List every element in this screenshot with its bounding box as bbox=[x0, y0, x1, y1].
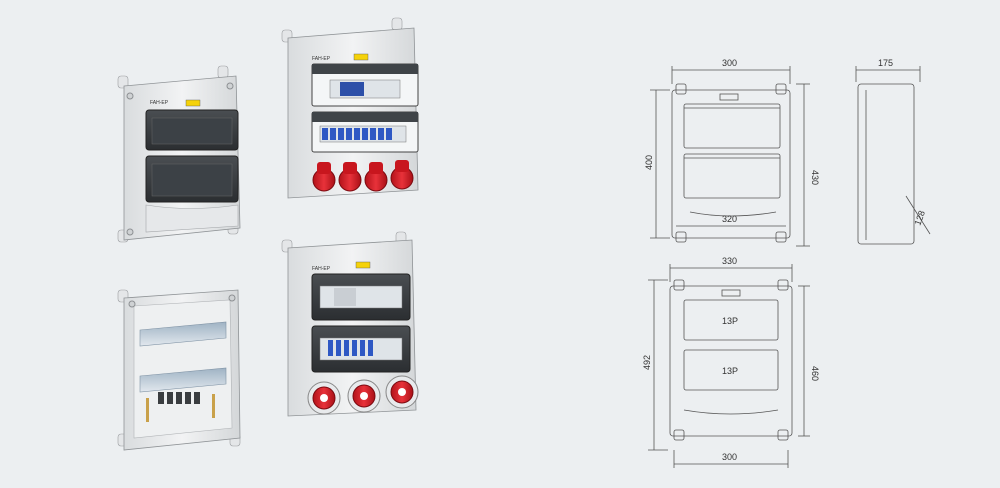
drawing-front-bottom-labels: 330 300 492 460 13P 13P bbox=[642, 256, 820, 462]
breaker-label-1: 13P bbox=[722, 316, 738, 326]
dim-height-left: 400 bbox=[644, 155, 654, 170]
drawing-front-bottom bbox=[648, 264, 810, 468]
dim-height-right: 430 bbox=[810, 170, 820, 185]
dim-bottom-width-bottom: 300 bbox=[722, 452, 737, 462]
dim-bottom-height-left: 492 bbox=[642, 355, 652, 370]
socket-row-large bbox=[307, 375, 419, 415]
brand-label: FAH-EP bbox=[150, 100, 169, 106]
dim-bottom-height-right: 460 bbox=[810, 366, 820, 381]
enclosure-three-sockets: FAH-EP bbox=[281, 231, 419, 417]
enclosure-two-windows: FAH-EP bbox=[117, 65, 241, 243]
dim-bottom-width-top: 330 bbox=[722, 256, 737, 266]
drawing-front-top-labels: 300 320 400 430 175 128 bbox=[644, 58, 927, 227]
drawing-front-top bbox=[650, 66, 931, 247]
open-enclosure-rails bbox=[117, 289, 241, 451]
enclosure-four-sockets: FAH-EP bbox=[281, 17, 419, 199]
dim-hinge-depth: 128 bbox=[912, 209, 927, 227]
dim-depth: 175 bbox=[878, 58, 893, 68]
dim-width-bottom: 320 bbox=[722, 214, 737, 224]
socket-row bbox=[312, 160, 414, 192]
breaker-label-2: 13P bbox=[722, 366, 738, 376]
brand-label-2: FAH-EP bbox=[312, 56, 331, 62]
dim-width-top: 300 bbox=[722, 58, 737, 68]
brand-label-3: FAH-EP bbox=[312, 266, 331, 272]
